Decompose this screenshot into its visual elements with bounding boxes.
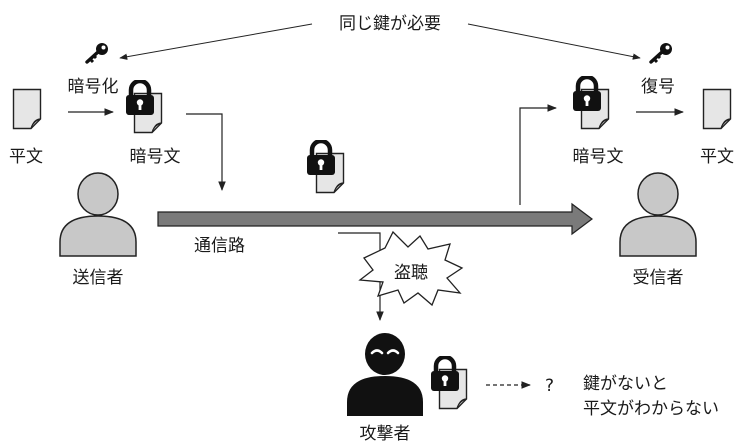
eavesdrop-label: 盗聴 [394,263,428,283]
shared-key-arrow-left [119,23,313,60]
plaintext-document-icon [12,88,42,130]
sender-ciphertext-label: 暗号文 [130,147,181,167]
attacker-person-icon [345,332,425,418]
receiver-ciphertext-label: 暗号文 [573,147,624,167]
sender-plaintext-label: 平文 [9,147,43,167]
receiver-key-icon [649,42,674,64]
unknown-mark: ? [545,376,554,396]
channel-arrow [157,202,593,236]
attacker-note-line2: 平文がわからない [583,399,719,419]
shared-key-label: 同じ鍵が必要 [339,14,441,34]
attacker-note-line1: 鍵がないと [583,374,668,394]
shared-key-arrow-right [467,23,641,60]
attacker-label: 攻撃者 [360,424,411,444]
sender-lock-icon [126,81,154,115]
encrypt-label: 暗号化 [68,77,119,97]
receiver-lock-icon [573,77,601,111]
eavesdrop-burst [358,230,464,307]
attacker-lock-icon [431,357,459,391]
sender-label: 送信者 [73,268,124,288]
receiver-person-icon [619,172,697,257]
sender-person-icon [59,172,137,257]
receive-arrow [519,104,557,205]
channel-lock-icon [307,141,335,175]
channel-label: 通信路 [194,236,245,256]
decrypt-label: 復号 [641,77,675,97]
sender-key-icon [85,42,110,64]
receiver-plaintext-document-icon [702,88,732,130]
send-arrow [186,113,226,191]
receiver-label: 受信者 [633,268,684,288]
receiver-plaintext-label: 平文 [700,147,734,167]
